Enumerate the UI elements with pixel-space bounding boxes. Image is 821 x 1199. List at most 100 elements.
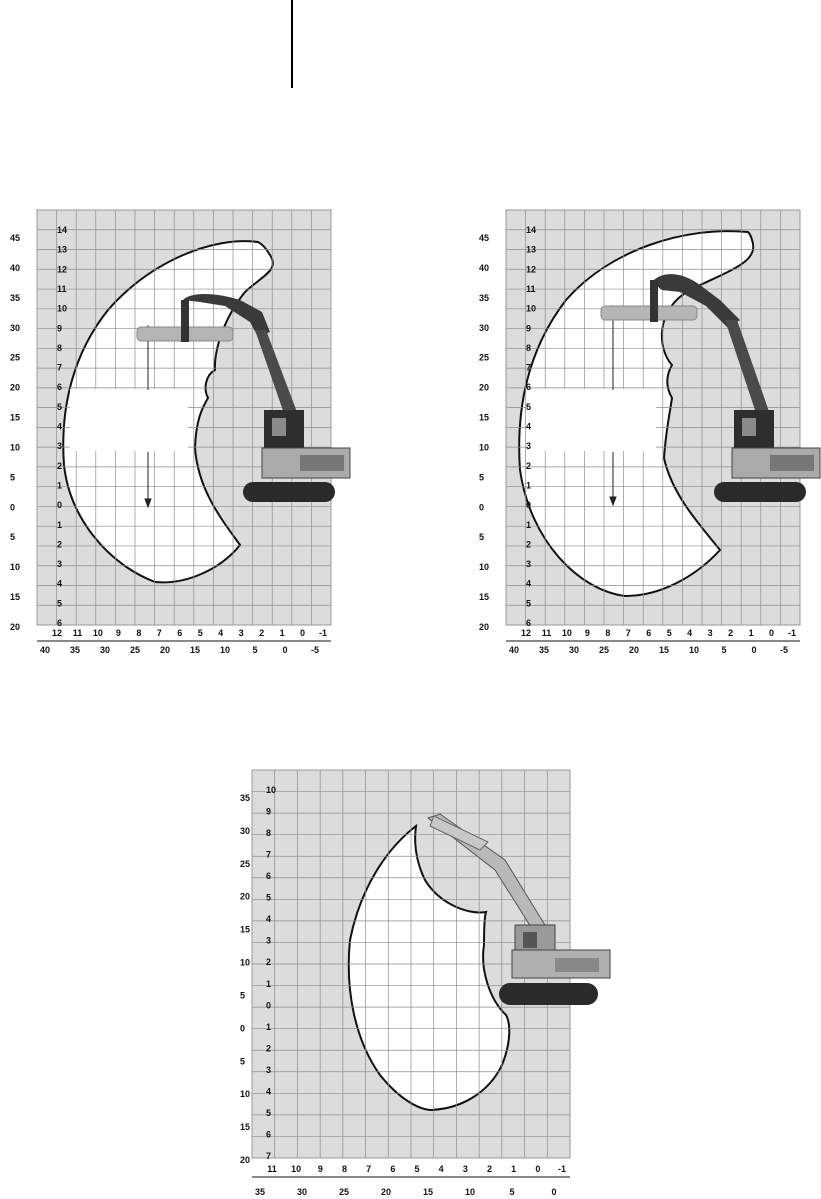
feet-y-tick: 0 <box>240 1023 245 1033</box>
feet-y-tick: 0 <box>479 502 484 512</box>
feet-x-tick: 25 <box>339 1187 349 1197</box>
log-icon <box>600 305 698 321</box>
feet-x-tick: 30 <box>100 645 110 655</box>
meter-y-tick: 7 <box>266 850 271 860</box>
meter-y-tick: 4 <box>266 1086 271 1096</box>
meter-y-tick: 7 <box>526 363 531 373</box>
feet-y-tick: 45 <box>10 233 20 243</box>
feet-x-tick: 0 <box>751 645 756 655</box>
meter-y-tick: 2 <box>57 539 62 549</box>
meter-y-tick: 4 <box>526 422 531 432</box>
meter-y-tick: 5 <box>266 893 271 903</box>
meter-y-tick: 4 <box>266 914 271 924</box>
meter-y-tick: 11 <box>57 284 67 294</box>
meter-x-tick: 2 <box>487 1164 492 1174</box>
feet-x-tick: 40 <box>509 645 519 655</box>
feet-y-tick: 5 <box>479 472 484 482</box>
meter-y-tick: 1 <box>266 979 271 989</box>
meter-x-tick: 0 <box>300 628 305 638</box>
meter-x-tick: 2 <box>728 628 733 638</box>
meter-x-tick: 11 <box>542 628 552 638</box>
meter-y-tick: 6 <box>266 871 271 881</box>
meter-y-tick: 5 <box>57 598 62 608</box>
feet-x-tick: 35 <box>539 645 549 655</box>
meter-x-tick: 3 <box>463 1164 468 1174</box>
meter-y-tick: 8 <box>526 343 531 353</box>
meter-x-tick: 2 <box>259 628 264 638</box>
meter-y-tick: 2 <box>266 957 271 967</box>
feet-y-tick: 10 <box>479 442 489 452</box>
feet-x-tick: 15 <box>659 645 669 655</box>
feet-y-tick: 20 <box>479 383 489 393</box>
meter-y-tick: 6 <box>57 382 62 392</box>
feet-y-tick: 40 <box>10 263 20 273</box>
meter-y-tick: 3 <box>57 559 62 569</box>
feet-x-tick: 25 <box>599 645 609 655</box>
feet-y-tick: 30 <box>10 323 20 333</box>
feet-y-tick: 25 <box>240 859 250 869</box>
meter-x-tick: 9 <box>585 628 590 638</box>
feet-y-tick: 5 <box>10 472 15 482</box>
feet-x-tick: 35 <box>255 1187 265 1197</box>
meter-y-tick: 9 <box>526 323 531 333</box>
feet-y-tick: 15 <box>240 1122 250 1132</box>
meter-x-tick: 3 <box>708 628 713 638</box>
meter-x-tick: 1 <box>511 1164 516 1174</box>
feet-x-tick: 20 <box>629 645 639 655</box>
meter-y-tick: 1 <box>526 480 531 490</box>
feet-y-tick: 15 <box>479 413 489 423</box>
meter-x-tick: 12 <box>52 628 62 638</box>
meter-y-tick: 7 <box>57 363 62 373</box>
feet-y-tick: 15 <box>240 925 250 935</box>
feet-x-tick: 5 <box>721 645 726 655</box>
meter-x-tick: -1 <box>788 628 796 638</box>
feet-x-tick: 40 <box>40 645 50 655</box>
meter-y-tick: 5 <box>526 598 531 608</box>
meter-y-tick: 2 <box>266 1043 271 1053</box>
feet-x-tick: 10 <box>689 645 699 655</box>
meter-x-tick: -1 <box>558 1164 566 1174</box>
excavator-icon <box>426 813 611 1005</box>
feet-y-tick: 15 <box>10 592 20 602</box>
meter-y-tick: 1 <box>526 520 531 530</box>
feet-x-tick: -5 <box>311 645 319 655</box>
meter-y-tick: 0 <box>57 500 62 510</box>
feet-x-tick: 30 <box>569 645 579 655</box>
feet-y-tick: 5 <box>10 532 15 542</box>
feet-x-tick: 5 <box>509 1187 514 1197</box>
meter-x-tick: 10 <box>93 628 103 638</box>
meter-y-tick: 9 <box>57 323 62 333</box>
meter-y-tick: 1 <box>57 520 62 530</box>
meter-x-tick: 1 <box>749 628 754 638</box>
feet-y-tick: 30 <box>479 323 489 333</box>
meter-y-tick: 8 <box>266 828 271 838</box>
meter-x-tick: 12 <box>521 628 531 638</box>
feet-y-tick: 40 <box>479 263 489 273</box>
meter-y-tick: 13 <box>57 245 67 255</box>
feet-x-tick: 0 <box>551 1187 556 1197</box>
feet-y-tick: 20 <box>240 1155 250 1165</box>
meter-x-tick: 6 <box>390 1164 395 1174</box>
meter-x-tick: 1 <box>280 628 285 638</box>
feet-x-tick: 30 <box>297 1187 307 1197</box>
meter-x-tick: 9 <box>116 628 121 638</box>
meter-y-tick: 10 <box>266 785 276 795</box>
meter-y-tick: 2 <box>57 461 62 471</box>
meter-x-tick: 10 <box>291 1164 301 1174</box>
feet-x-tick: 15 <box>190 645 200 655</box>
excavator-icon <box>650 274 821 502</box>
feet-y-tick: 20 <box>479 622 489 632</box>
meter-y-tick: 3 <box>266 936 271 946</box>
feet-y-tick: 5 <box>240 1056 245 1066</box>
meter-y-tick: 14 <box>57 225 67 235</box>
meter-y-tick: 14 <box>526 225 536 235</box>
meter-x-tick: 8 <box>136 628 141 638</box>
meter-x-tick: 11 <box>267 1164 277 1174</box>
meter-x-tick: 0 <box>769 628 774 638</box>
meter-x-tick: 9 <box>318 1164 323 1174</box>
feet-y-tick: 10 <box>479 562 489 572</box>
feet-y-tick: 25 <box>479 353 489 363</box>
meter-y-tick: 5 <box>266 1108 271 1118</box>
meter-x-tick: 5 <box>667 628 672 638</box>
feet-x-tick: 5 <box>252 645 257 655</box>
